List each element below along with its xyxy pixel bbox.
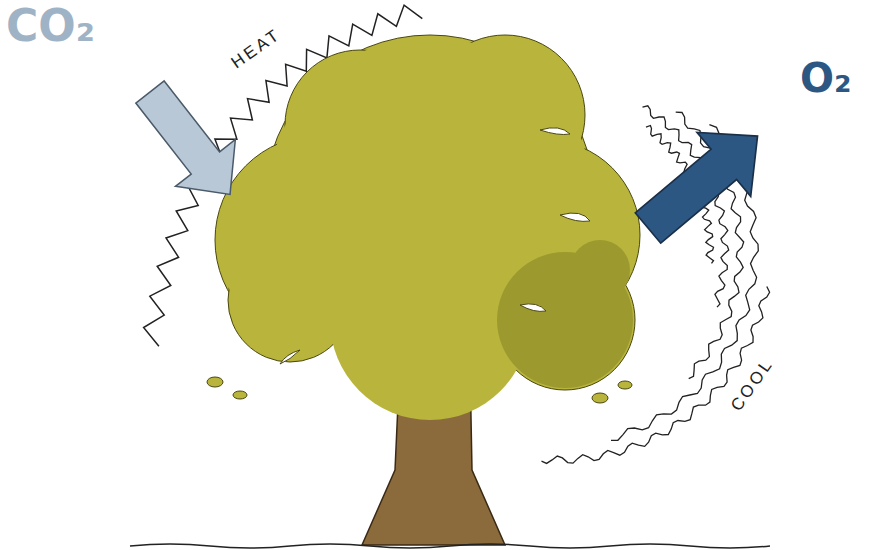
o2-arrow bbox=[621, 104, 784, 260]
gas-label: O₂ bbox=[800, 58, 852, 98]
ground-line bbox=[130, 544, 770, 548]
canopy-gaps bbox=[280, 128, 590, 364]
tree-canopy-fill bbox=[217, 37, 638, 420]
cool-label: COOL bbox=[728, 354, 776, 413]
gas-label: CO₂ bbox=[6, 4, 95, 48]
falling-leaves bbox=[207, 377, 632, 403]
co2-arrow bbox=[120, 69, 260, 218]
heat-label: HEAT bbox=[228, 25, 284, 71]
canopy-shade bbox=[497, 240, 633, 388]
